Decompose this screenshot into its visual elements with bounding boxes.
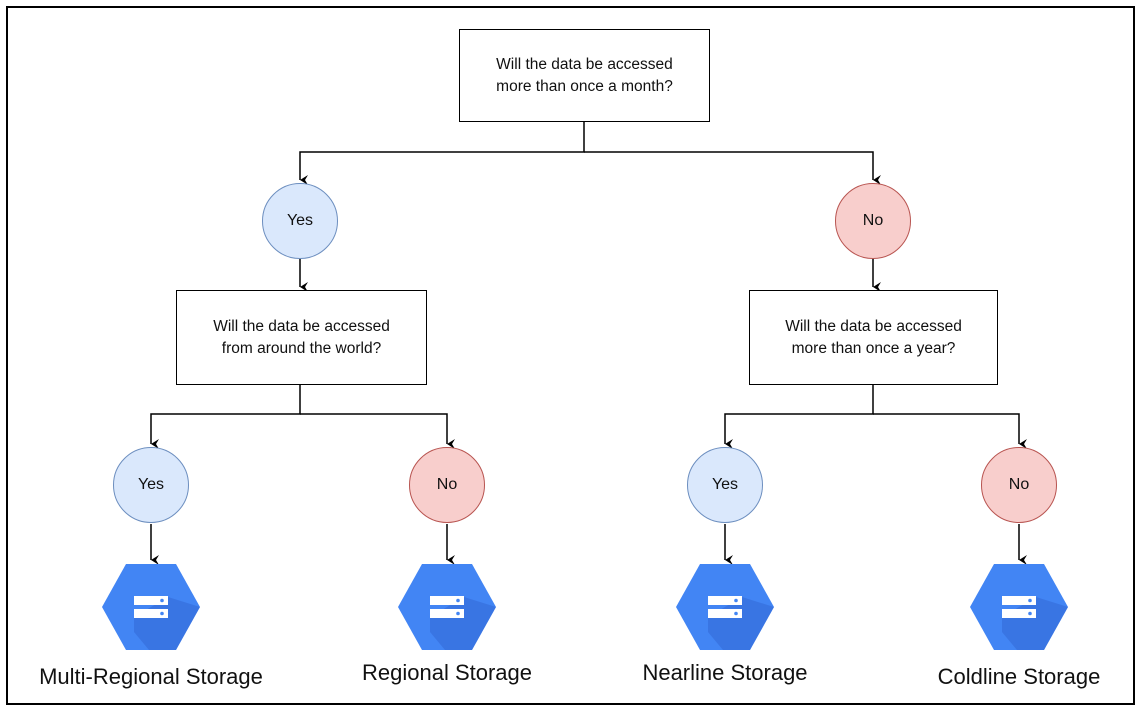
connector-left-split [150, 385, 301, 449]
connector-root [299, 122, 585, 185]
multi-regional-yes-circle: Yes [113, 447, 189, 523]
root-question-line2: more than once a month? [496, 77, 673, 95]
root-question-box: Will the data be accessed more than once… [459, 29, 710, 122]
no-branch-question-line1: Will the data be accessed [785, 317, 962, 335]
cloud-storage-icon [398, 564, 496, 650]
cloud-storage-icon [970, 564, 1068, 650]
connector-root-no [584, 151, 881, 185]
cloud-storage-icon [102, 564, 200, 650]
regional-no-circle: No [409, 447, 485, 523]
no-branch-question-box: Will the data be accessed more than once… [749, 290, 998, 385]
yes-answer-circle: Yes [262, 183, 338, 259]
cloud-storage-icon [676, 564, 774, 650]
connector-right-split [724, 385, 874, 449]
yes-branch-question-line2: from around the world? [221, 339, 382, 357]
multi-regional-storage-label: Multi-Regional Storage [39, 664, 263, 689]
coldline-no-circle: No [981, 447, 1057, 523]
regional-storage-label: Regional Storage [361, 660, 533, 685]
diagram-frame [6, 6, 1135, 705]
yes-branch-question-line1: Will the data be accessed [213, 317, 390, 335]
root-question-line1: Will the data be accessed [496, 55, 673, 73]
nearline-storage-label: Nearline Storage [642, 660, 808, 685]
yes-branch-question-box: Will the data be accessed from around th… [176, 290, 427, 385]
no-answer-circle: No [835, 183, 911, 259]
no-branch-question-line2: more than once a year? [791, 339, 956, 357]
coldline-storage-label: Coldline Storage [937, 664, 1101, 689]
nearline-yes-circle: Yes [687, 447, 763, 523]
